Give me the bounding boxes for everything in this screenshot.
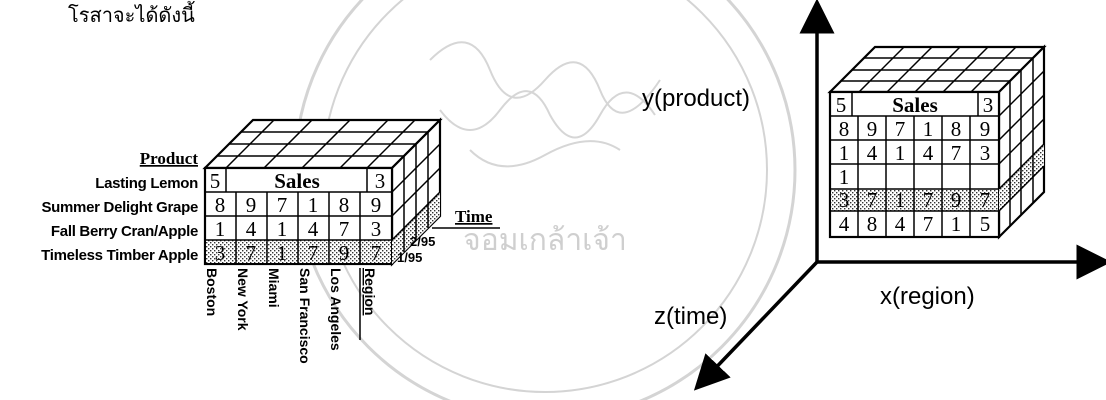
time-tick-1-95: 1/95 [397,250,422,265]
top-text: โรสาจะได้ดังนี้ [68,1,195,27]
left-cube-row-3: 3 7 1 7 9 7 [215,241,382,265]
right-cell: 7 [923,212,934,236]
column-label-new-york: New York [235,268,251,331]
right-cell: 1 [895,188,906,212]
right-cell: 9 [980,117,991,141]
right-cell: 4 [923,141,934,165]
left-cell: 7 [371,241,382,265]
left-cell: 7 [339,217,350,241]
right-cell: 1 [839,165,850,189]
3d-axes [693,0,1106,391]
left-data-cube [202,117,443,267]
row-label-lasting-lemon: Lasting Lemon [95,175,198,192]
right-cell: 8 [867,212,878,236]
right-cell: 8 [951,117,962,141]
right-header-left-number: 5 [836,93,847,117]
left-header-right-number: 3 [375,169,386,193]
left-cell: 1 [277,217,288,241]
right-header-sales-label: Sales [892,93,938,117]
right-cell: 7 [980,188,991,212]
right-cell: 4 [839,212,850,236]
left-cell: 3 [371,217,382,241]
x-axis-label: x(region) [880,283,975,310]
left-header-left-number: 5 [210,169,221,193]
right-header-right-number: 3 [983,93,994,117]
left-cell: 4 [246,217,257,241]
right-cell: 7 [867,188,878,212]
right-cell: 7 [923,188,934,212]
time-tick-2-95: 2/95 [410,234,435,249]
column-label-san-francisco: San Francisco [297,268,313,364]
right-cell: 5 [980,212,991,236]
right-cell: 1 [951,212,962,236]
watermark-text: จอมเกล้าเจ้า [463,223,627,258]
left-cell: 1 [277,241,288,265]
left-cell: 1 [215,217,226,241]
column-label-miami: Miami [266,268,282,308]
row-label-fall-berry-cran-apple: Fall Berry Cran/Apple [51,223,198,240]
time-label: Time [455,207,493,226]
right-cell: 7 [951,141,962,165]
left-cell: 7 [277,193,288,217]
right-cell: 1 [923,117,934,141]
left-cell: 4 [308,217,319,241]
right-cube-row-4: 3 7 1 7 9 7 [839,188,991,212]
right-cell: 8 [839,117,850,141]
left-cell: 7 [246,241,257,265]
product-label: Product [140,149,199,168]
right-cell: 3 [980,141,991,165]
right-data-cube [827,44,1047,240]
left-header-sales-label: Sales [274,169,320,193]
right-cell: 3 [839,188,850,212]
y-axis-label: y(product) [642,85,750,112]
left-cube-row-1: 8 9 7 1 8 9 [215,193,382,217]
right-cell: 9 [867,117,878,141]
row-label-summer-delight-grape: Summer Delight Grape [41,199,198,216]
column-label-boston: Boston [204,268,220,316]
right-cell: 4 [867,141,878,165]
left-cell: 1 [308,193,319,217]
region-label: Region [362,268,378,315]
right-cell: 7 [895,117,906,141]
column-label-los-angeles: Los Angeles [328,268,344,351]
left-cell: 8 [215,193,226,217]
left-cell: 3 [215,241,226,265]
right-cube-row-2: 1 4 1 4 7 3 [839,141,991,165]
right-cube-row-1: 8 9 7 1 8 9 [839,117,991,141]
left-cell: 9 [371,193,382,217]
right-cube-row-5: 4 8 4 7 1 5 [839,212,991,236]
z-axis-label: z(time) [654,303,727,330]
right-cell: 4 [895,212,906,236]
right-cell: 1 [839,141,850,165]
left-cell: 7 [308,241,319,265]
left-cell: 9 [246,193,257,217]
right-cell: 9 [951,188,962,212]
right-cube-row-3: 1 [839,165,850,189]
left-cell: 8 [339,193,350,217]
z-axis [693,260,819,391]
left-cell: 9 [339,241,350,265]
row-label-timeless-timber-apple: Timeless Timber Apple [41,247,198,264]
right-cell: 1 [895,141,906,165]
left-cube-row-2: 1 4 1 4 7 3 [215,217,382,241]
